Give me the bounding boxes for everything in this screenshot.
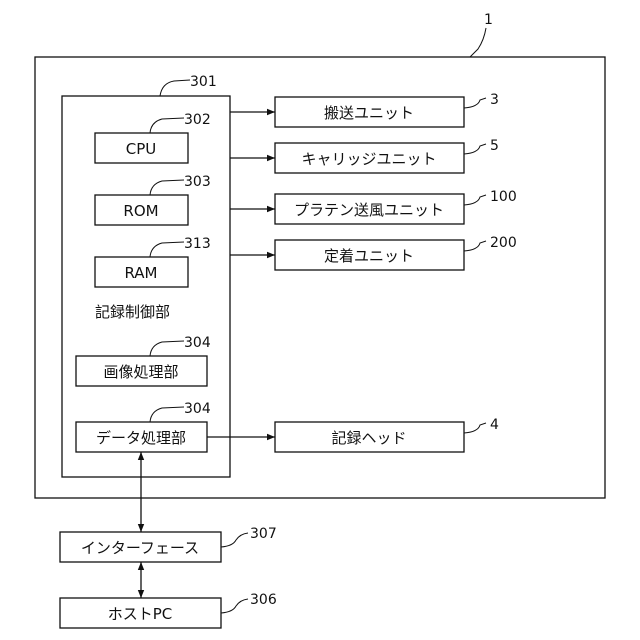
carriage-ref: 5 [490,138,499,154]
fixing-label: 定着ユニット [324,247,414,265]
data-proc-label: データ処理部 [96,429,186,447]
device-ref-leader [470,28,486,57]
rom-ref: 303 [184,174,211,190]
carriage-label: キャリッジユニット [301,150,436,168]
interface-ref: 307 [250,526,277,542]
head-label: 記録ヘッド [331,429,406,447]
platen-label: プラテン送風ユニット [294,201,444,219]
image-proc-ref: 304 [184,335,211,351]
host-ref-leader [221,599,248,613]
host-label: ホストPC [108,605,173,623]
data-proc-ref: 304 [184,401,211,417]
transport-label: 搬送ユニット [324,104,414,122]
head-ref: 4 [490,417,499,433]
interface-ref-leader [221,533,248,547]
ram-label: RAM [124,264,157,282]
cpu-ref: 302 [184,112,211,128]
fixing-ref: 200 [490,235,517,251]
control-ref: 301 [190,74,217,90]
transport-ref: 3 [490,92,499,108]
device-ref: 1 [484,12,493,28]
cpu-label: CPU [126,140,157,158]
platen-ref: 100 [490,189,517,205]
interface-label: インターフェース [81,539,199,557]
image-proc-label: 画像処理部 [103,363,178,381]
rom-label: ROM [123,202,158,220]
host-ref: 306 [250,592,277,608]
control-label: 記録制御部 [95,303,170,321]
ram-ref: 313 [184,236,211,252]
